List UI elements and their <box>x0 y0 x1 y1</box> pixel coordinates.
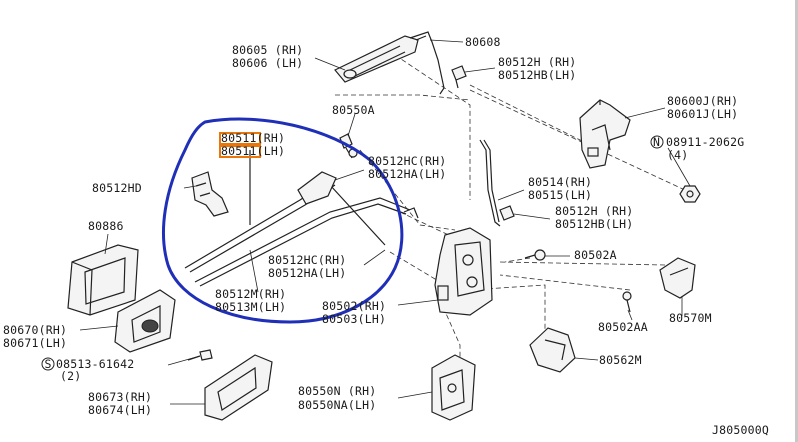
label-08911-qty: (4) <box>667 148 688 162</box>
label-80512ha-top: 80512HA(LH) <box>368 167 446 181</box>
label-80512hb-mid: 80512HB(LH) <box>555 217 633 231</box>
lock-80550n-drawing <box>431 354 476 421</box>
label-08513: 08513-61642 <box>56 357 134 371</box>
label-80514: 80514(RH) <box>528 175 592 189</box>
bracket-80512hd-drawing <box>191 171 229 217</box>
label-80513m: 80513M(LH) <box>215 300 286 314</box>
label-80606: 80606 (LH) <box>232 56 303 70</box>
label-80503: 80503(LH) <box>322 312 386 326</box>
highlight-box-lh <box>219 145 261 158</box>
label-08911: 08911-2062G <box>666 135 744 149</box>
n-circle-symbol <box>650 135 664 149</box>
label-80608: 80608 <box>465 35 501 49</box>
label-80550n: 80550N (RH) <box>298 384 376 398</box>
screw-80502a-drawing <box>524 249 546 261</box>
leader-lines <box>79 39 691 405</box>
label-80512hc-low: 80512HC(RH) <box>268 253 346 267</box>
escutcheon-80673-drawing <box>204 354 273 421</box>
label-80512h-mid: 80512H (RH) <box>555 204 633 218</box>
label-80512m: 80512M(RH) <box>215 287 286 301</box>
label-80512h-top: 80512H (RH) <box>498 55 576 69</box>
diagram-code: J805000Q <box>712 423 769 437</box>
label-80550a: 80550A <box>332 103 375 117</box>
screw-80502aa-drawing <box>622 291 632 313</box>
clip-80512h-mid-drawing <box>403 205 515 221</box>
label-80512hb-top: 80512HB(LH) <box>498 68 576 82</box>
s-circle-symbol <box>41 357 55 371</box>
label-80670: 80670(RH) <box>3 323 67 337</box>
rod-80514-drawing <box>479 139 501 227</box>
label-80570m: 80570M <box>669 311 712 325</box>
label-80562m: 80562M <box>599 353 642 367</box>
n-circle-letter: N <box>653 135 660 149</box>
bracket-80570m-drawing <box>659 257 696 299</box>
bracket-80562m-drawing <box>529 327 576 373</box>
nut-08911-drawing <box>679 185 701 203</box>
rod-80608-drawing <box>409 31 445 95</box>
label-80511-lh: 80511(LH) <box>221 144 285 158</box>
label-80886: 80886 <box>88 219 124 233</box>
label-80550na: 80550NA(LH) <box>298 398 376 412</box>
label-80600j: 80600J(RH) <box>667 94 738 108</box>
label-80502aa: 80502AA <box>598 320 648 334</box>
door-lock-actuator-drawing <box>434 227 493 316</box>
label-80502: 80502(RH) <box>322 299 386 313</box>
inside-handle-drawing <box>114 289 176 353</box>
label-80601j: 80601J(LH) <box>667 107 738 121</box>
annotation-circle <box>162 117 404 324</box>
label-80502a: 80502A <box>574 248 617 262</box>
label-80515: 80515(LH) <box>528 188 592 202</box>
highlight-box-rh <box>219 132 261 145</box>
outside-handle-drawing <box>334 35 419 83</box>
s-circle-letter: S <box>45 357 52 371</box>
label-80512hd: 80512HD <box>92 181 142 195</box>
label-80671: 80671(LH) <box>3 336 67 350</box>
label-80512hc-top: 80512HC(RH) <box>368 154 446 168</box>
label-80673: 80673(RH) <box>88 390 152 404</box>
label-80605: 80605 (RH) <box>232 43 303 57</box>
bracket-80600j-drawing <box>579 99 631 169</box>
label-80674: 80674(LH) <box>88 403 152 417</box>
label-80511-rh: 80511(RH) <box>221 131 285 145</box>
label-08513-qty: (2) <box>60 369 81 383</box>
cover-80886-drawing <box>67 244 139 316</box>
part-labels: 80605 (RH) 80606 (LH) 80608 80512H (RH) … <box>3 35 769 437</box>
cable-assembly-drawing <box>184 150 411 287</box>
label-80512ha-low: 80512HA(LH) <box>268 266 346 280</box>
clip-80512h-top-drawing <box>451 65 467 89</box>
